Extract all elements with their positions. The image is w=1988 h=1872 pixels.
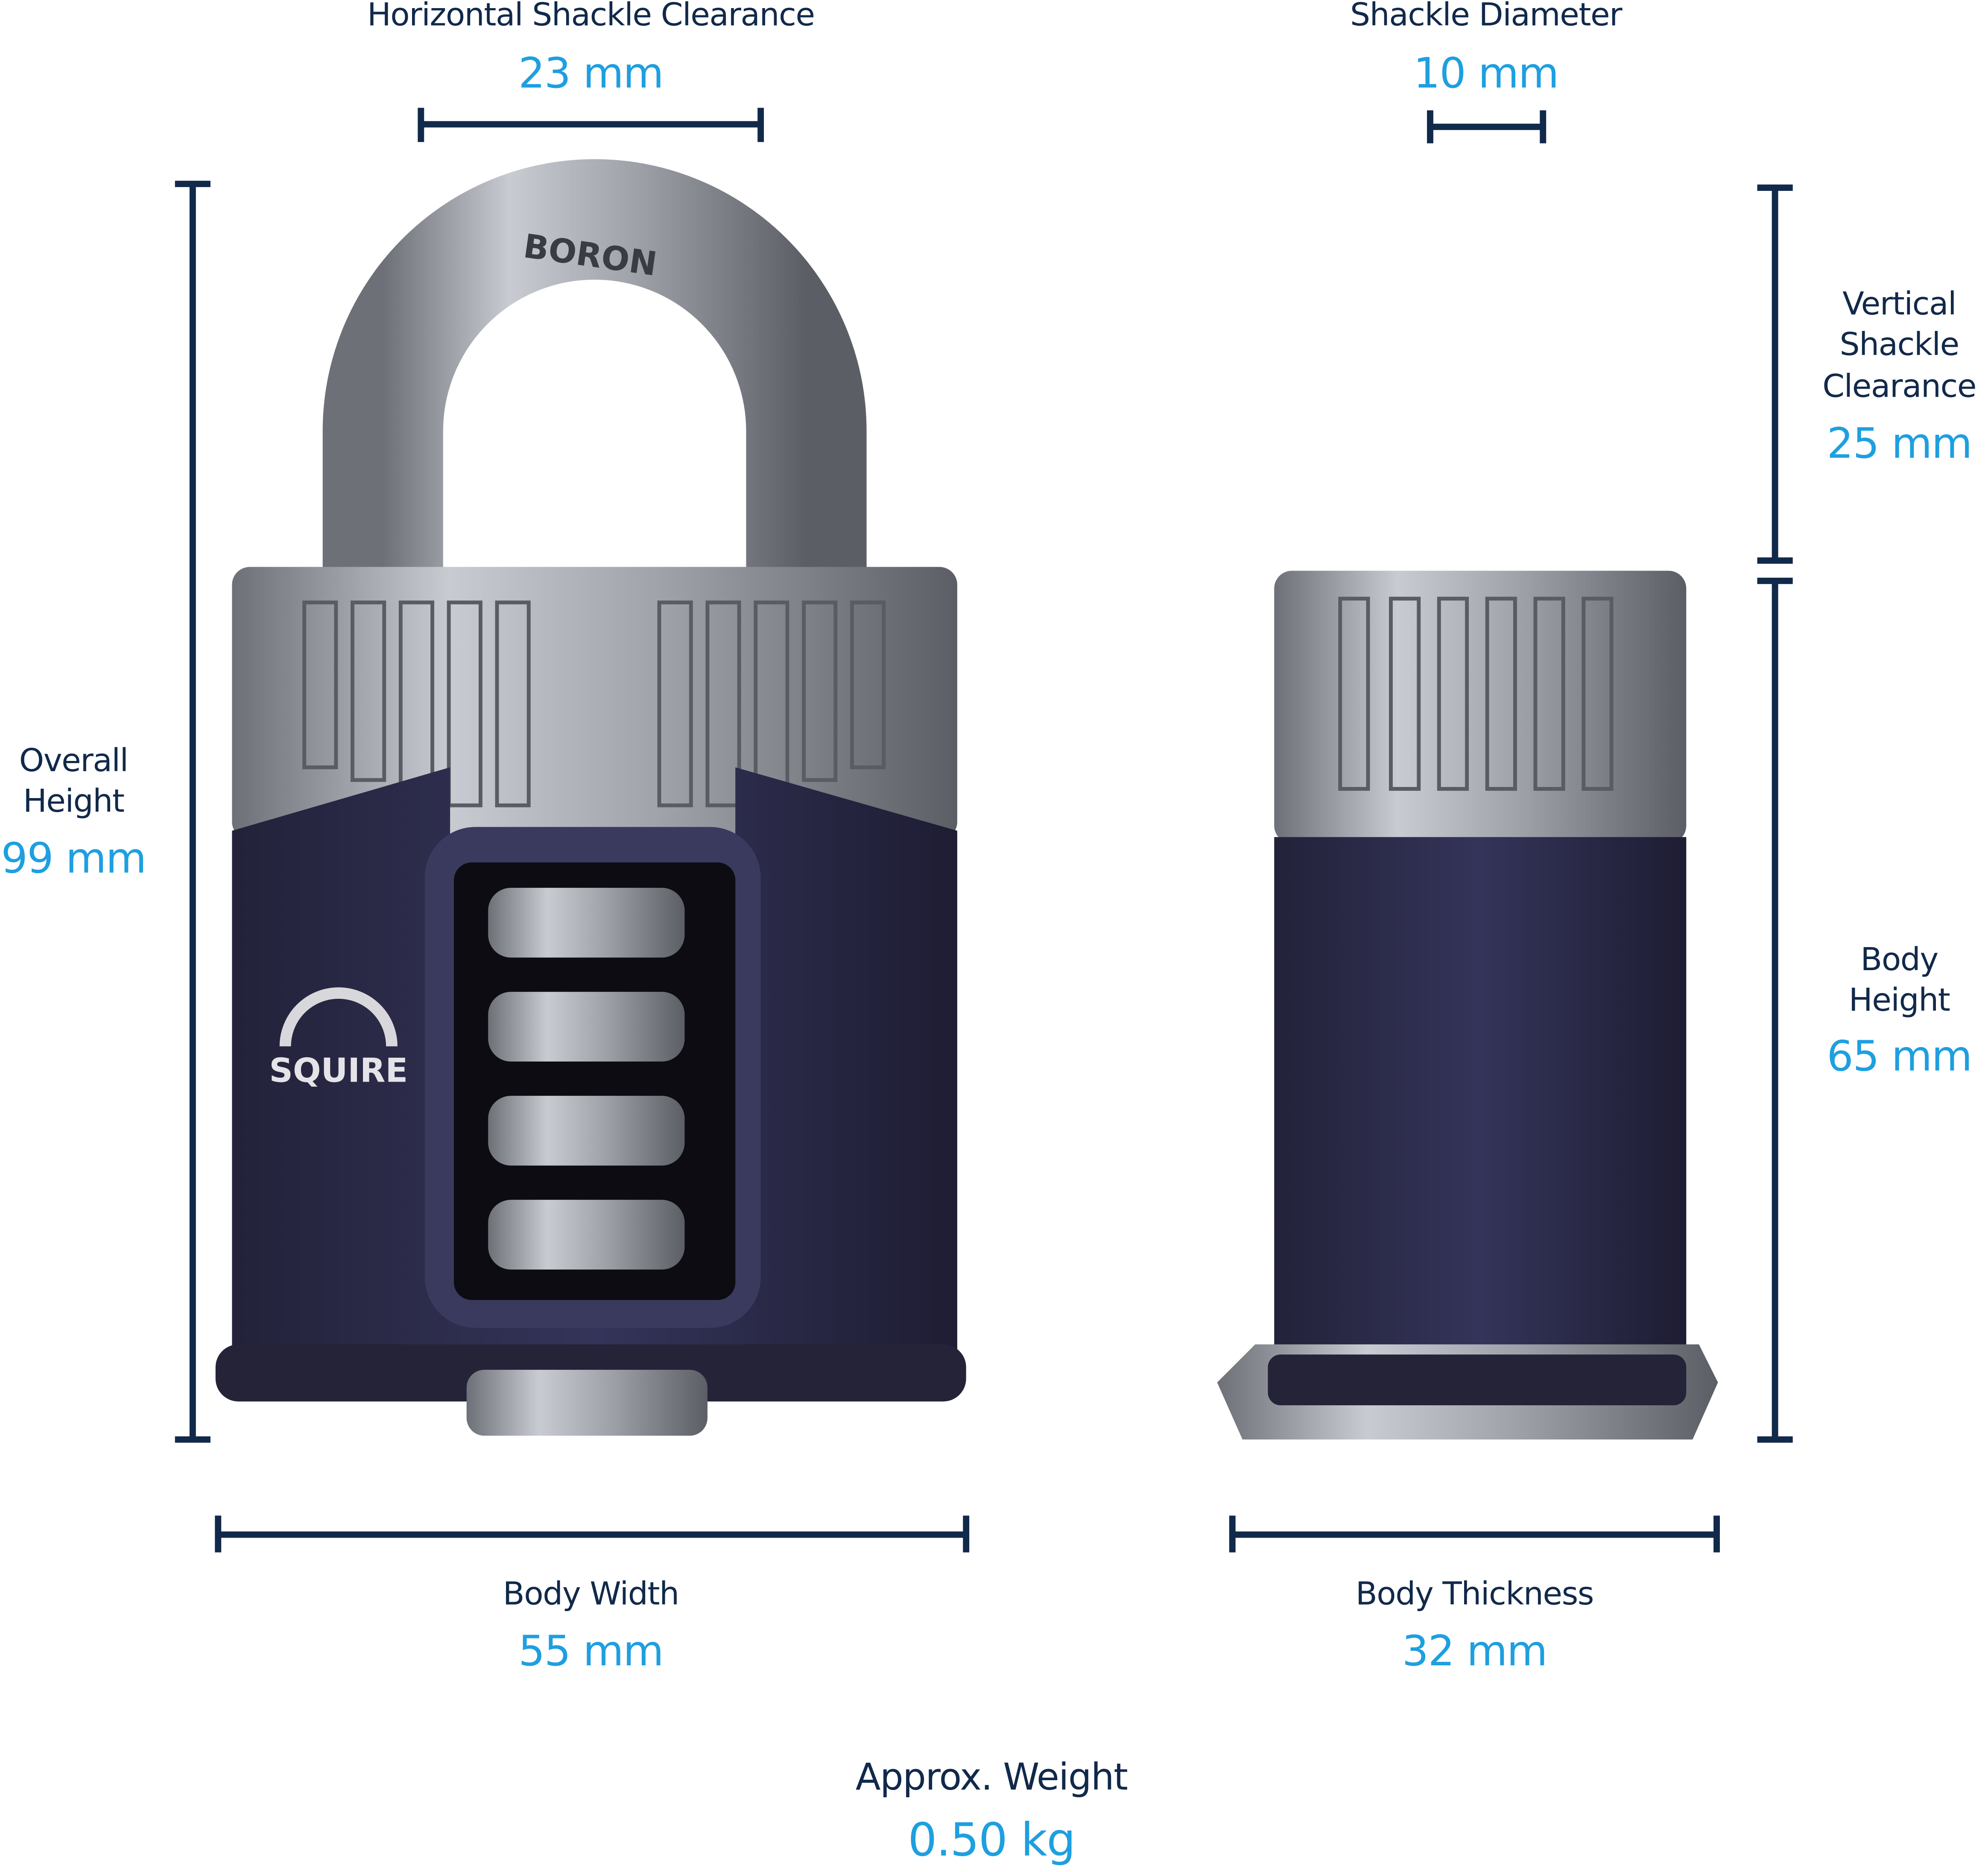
shackle-diameter-label: Shackle Diameter [1350,0,1623,33]
overall-height-label-2: Height [23,782,125,819]
dial-wheel [488,1199,685,1270]
body-top-steel [232,567,957,840]
body-thickness-label: Body Thickness [1355,1575,1594,1612]
horizontal-shackle-clearance-value: 23 mm [518,48,664,98]
dial-wheel [488,1096,685,1166]
shackle-diameter-value: 10 mm [1413,48,1559,98]
body-width-value: 55 mm [518,1626,664,1676]
vertical-shackle-clearance-label-2: Shackle [1839,326,1959,363]
dial-wheel [488,888,685,958]
horizontal-shackle-clearance-line [418,108,764,142]
body-height-value: 65 mm [1827,1031,1972,1081]
body-height-label-2: Height [1848,981,1950,1019]
weight-value: 0.50 kg [908,1815,1076,1867]
weight-label: Approx. Weight [855,1755,1128,1799]
overall-height-value: 99 mm [1,833,147,883]
horizontal-shackle-clearance-label: Horizontal Shackle Clearance [367,0,815,33]
dial-wheel [488,992,685,1062]
front-padlock: BORON SQUIRE [215,159,966,1436]
vertical-shackle-clearance-label-3: Clearance [1822,368,1976,405]
body-width-line [215,1515,970,1553]
body-height-label-1: Body [1860,941,1938,978]
shackle-foot [466,1369,707,1436]
shackle [322,159,867,584]
body-width-label: Body Width [503,1575,679,1612]
side-padlock [1217,187,1718,1440]
overall-height-label-1: Overall [19,742,129,779]
body-height-line [1757,577,1793,1443]
overall-height-line [175,181,210,1443]
vertical-shackle-clearance-line [1757,184,1793,564]
combination-dials [488,888,685,1270]
shackle-diameter-line [1427,110,1547,143]
body-thickness-line [1229,1515,1720,1553]
squire-logo: SQUIRE [269,1052,408,1090]
vertical-shackle-clearance-value: 25 mm [1827,418,1972,468]
dimension-lines [175,108,1793,1553]
body-thickness-value: 32 mm [1402,1626,1548,1676]
squire-logo-arc [279,987,398,1047]
vertical-shackle-clearance-label-1: Vertical [1842,285,1957,322]
